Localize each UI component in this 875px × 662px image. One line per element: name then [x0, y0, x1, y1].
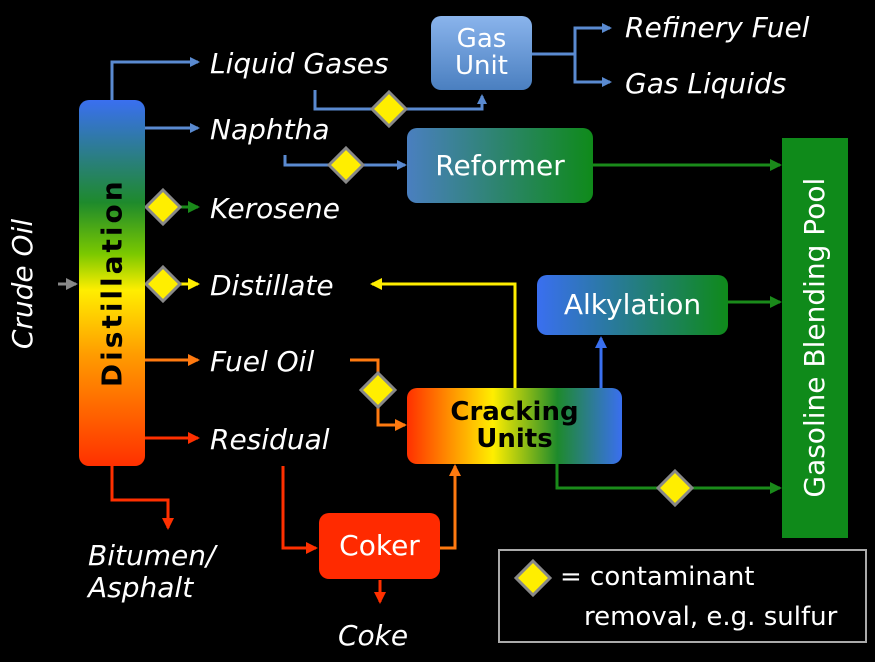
- arrow-residual-coker: [281, 466, 318, 554]
- coke-label: Coke: [338, 619, 409, 652]
- distillation-column: Distillation: [79, 100, 145, 466]
- arrow-gas-liquids: [573, 54, 612, 87]
- coker-box: Coker: [319, 513, 440, 579]
- arrow-refinery-fuel: [532, 23, 612, 56]
- alkylation-box: Alkylation: [537, 275, 728, 335]
- distillation-label: Distillation: [95, 178, 129, 388]
- gas-liquids-label: Gas Liquids: [625, 67, 787, 100]
- liquid-gases-label: Liquid Gases: [210, 47, 389, 80]
- crude-oil-label: Crude Oil: [6, 218, 40, 350]
- contaminant-diamond-liquid-gases: [369, 89, 409, 129]
- gas-unit-box: Gas Unit: [431, 16, 532, 90]
- legend-text-line1: = contaminant: [560, 562, 755, 592]
- fuel-oil-label: Fuel Oil: [210, 345, 315, 378]
- residual-label: Residual: [210, 423, 330, 456]
- arrow-coker-cracking: [440, 464, 461, 550]
- cracking-units-box: Cracking Units: [407, 388, 622, 464]
- arrow-cracking-distillate: [370, 278, 517, 388]
- reformer-box: Reformer: [407, 128, 593, 203]
- refinery-fuel-label: Refinery Fuel: [625, 11, 810, 44]
- bitumen-label: Bitumen/ Asphalt: [88, 539, 216, 605]
- blending-pool-label: Gasoline Blending Pool: [798, 178, 832, 498]
- distillate-label: Distillate: [210, 269, 334, 302]
- legend-diamond: [513, 558, 553, 598]
- legend-box: [498, 549, 867, 643]
- contaminant-diamond-naphtha: [326, 145, 366, 185]
- gasoline-blending-pool: Gasoline Blending Pool: [782, 138, 848, 538]
- contaminant-diamond-fuel-oil: [358, 370, 398, 410]
- kerosene-label: Kerosene: [210, 192, 341, 225]
- arrow-bitumen: [110, 466, 174, 530]
- contaminant-diamond-kerosene: [143, 187, 183, 227]
- naphtha-label: Naphtha: [210, 113, 330, 146]
- contaminant-diamond-distillate: [143, 264, 183, 304]
- contaminant-diamond-cracking-pool: [655, 468, 695, 508]
- arrow-cracking-pool: [555, 464, 782, 494]
- legend-text-line2: removal, e.g. sulfur: [584, 602, 838, 632]
- arrow-liquid-gases: [110, 57, 200, 100]
